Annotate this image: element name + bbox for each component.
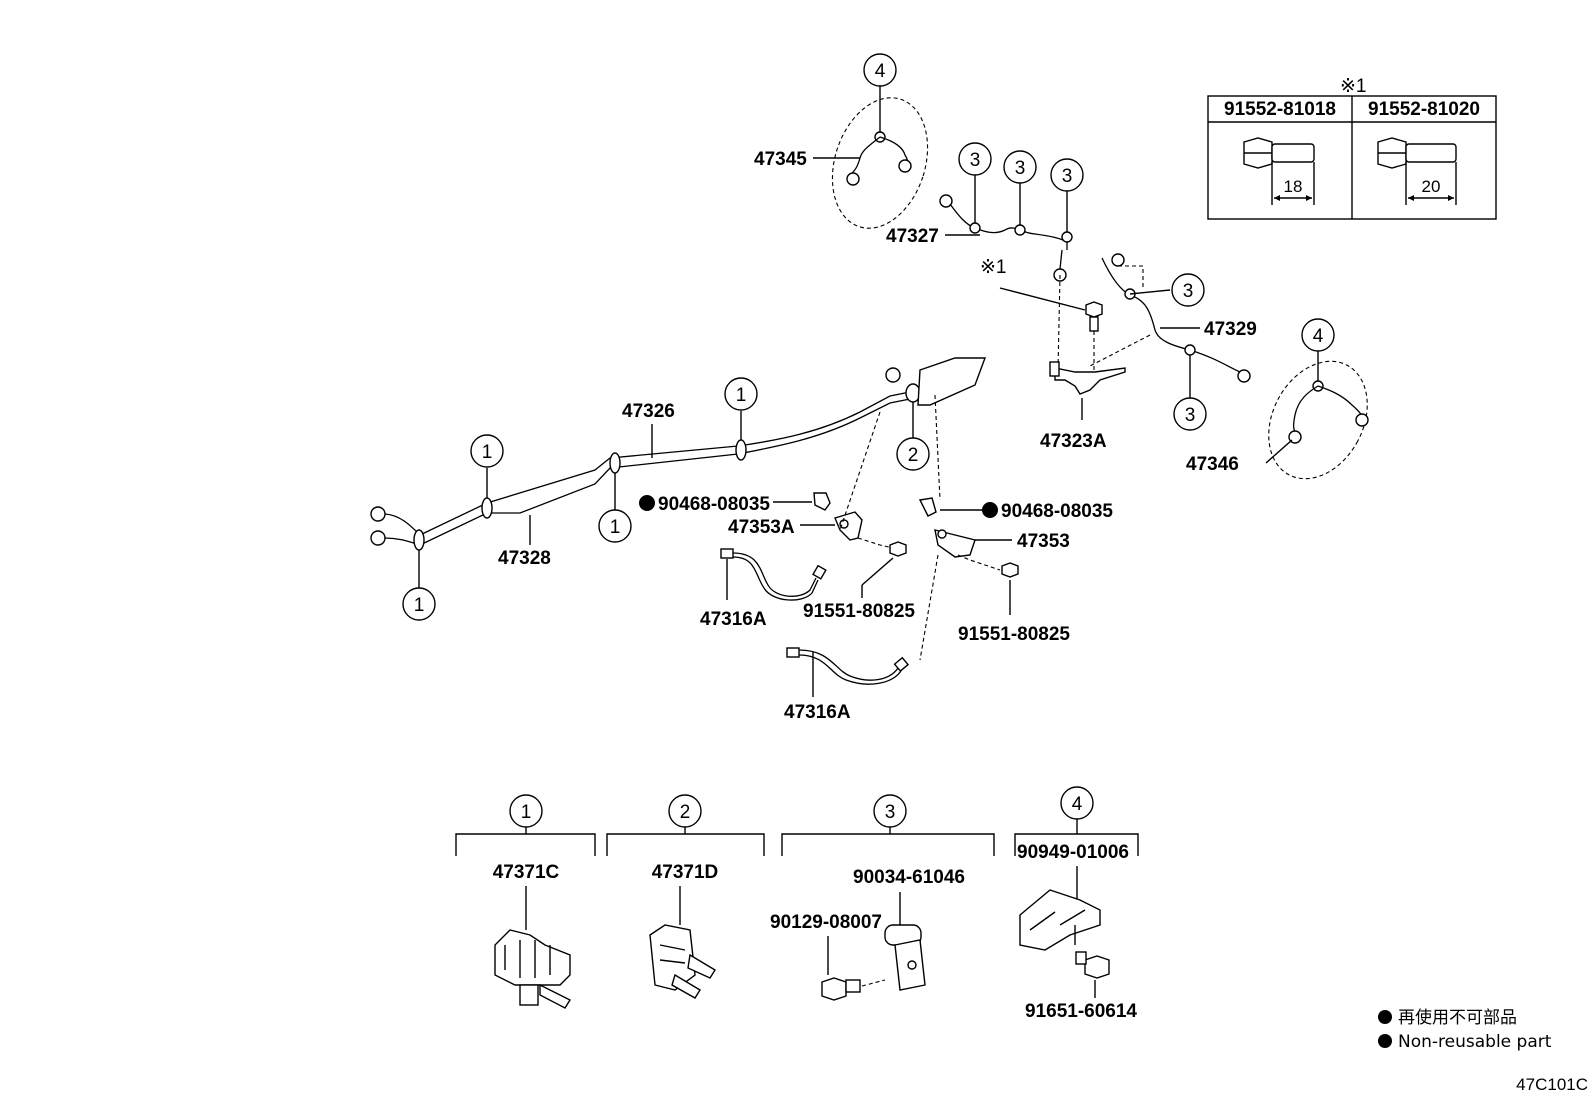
group-3-detail: 3 90034-61046 90129-08007 (770, 794, 995, 1001)
part-47353: 47353 (1017, 531, 1070, 552)
group-3-part-a: 90034-61046 (853, 867, 965, 888)
non-reusable-marker-left (639, 495, 655, 511)
callout-1-b: 1 (482, 442, 493, 463)
brake-tube-47329-group: 3 47329 3 (1101, 253, 1257, 431)
main-brake-tubes: 1 1 1 1 2 47326 47328 (370, 357, 987, 621)
callout-1-d: 1 (736, 385, 747, 406)
union-bolt-icon (884, 924, 926, 991)
bolt-table-col1-part: 91552-81018 (1224, 99, 1336, 120)
clamp-47371d-icon (649, 924, 716, 999)
bolt-table-col2-part: 91552-81020 (1368, 99, 1480, 120)
callout-3-d: 3 (1183, 281, 1194, 302)
part-47329: 47329 (1204, 319, 1257, 340)
part-47346: 47346 (1186, 454, 1239, 475)
bolt-table: ※1 91552-81018 91552-81020 18 20 (1207, 76, 1497, 220)
legend-en: Non-reusable part (1398, 1032, 1552, 1052)
group-4-part-b: 91651-60614 (1025, 1001, 1137, 1022)
bolt-table-col1-length: 18 (1284, 177, 1303, 196)
figure-code: 47C101C (1516, 1075, 1588, 1094)
group-2-detail: 2 47371D (606, 794, 765, 999)
legend: 再使用不可部品 Non-reusable part (1378, 1007, 1552, 1052)
part-47327: 47327 (886, 226, 939, 247)
bolt-18-icon (1243, 137, 1315, 205)
group-3-part-b: 90129-08007 (770, 912, 882, 933)
callout-4-top: 4 (875, 61, 886, 82)
legend-dot-jp (1378, 1010, 1392, 1024)
legend-jp: 再使用不可部品 (1398, 1007, 1517, 1028)
part-91551-right: 91551-80825 (958, 624, 1070, 645)
bolt-table-mark: ※1 (1340, 76, 1367, 97)
bolt-20-icon (1377, 137, 1457, 205)
screw-icon (1075, 951, 1110, 979)
group-1-callout: 1 (521, 802, 532, 823)
bracket-47323a-group: ※1 47323A (980, 257, 1151, 452)
group-4-callout: 4 (1072, 794, 1083, 815)
part-47353a: 47353A (728, 517, 795, 538)
callout-1-c: 1 (610, 517, 621, 538)
group-3-callout: 3 (885, 802, 896, 823)
callout-3-a: 3 (970, 150, 981, 171)
part-90468-left: 90468-08035 (658, 494, 770, 515)
bolt-table-col2-length: 20 (1422, 177, 1441, 196)
callout-2: 2 (908, 445, 919, 466)
part-47326: 47326 (622, 401, 675, 422)
brake-tube-47327-group: 3 3 3 47327 (886, 142, 1084, 282)
flexible-hose-47346-group: 4 47346 (1186, 318, 1369, 480)
part-47345: 47345 (754, 149, 807, 170)
part-47323a: 47323A (1040, 431, 1107, 452)
group-4-detail: 4 90949-01006 91651-60614 (1014, 786, 1139, 1022)
callout-3-c: 3 (1062, 166, 1073, 187)
hose-bracket-right-group: 90468-08035 47353 91551-80825 47316A (784, 394, 1113, 723)
flexible-hose-47345-group: 4 47345 (754, 53, 929, 229)
part-91551-left: 91551-80825 (803, 601, 915, 622)
hose-bracket-left-group: 90468-08035 47353A 91551-80825 47316A (639, 411, 915, 630)
legend-dot-en (1378, 1034, 1392, 1048)
group-4-part-a: 90949-01006 (1017, 842, 1129, 863)
clamp-47371c-icon (494, 929, 572, 1009)
note-mark: ※1 (980, 257, 1007, 278)
part-47316a-lower: 47316A (784, 702, 851, 723)
group-2-part: 47371D (652, 862, 719, 883)
non-reusable-marker-right (982, 502, 998, 518)
callout-1-a: 1 (414, 595, 425, 616)
callout-4-right: 4 (1313, 326, 1324, 347)
group-1-part: 47371C (493, 862, 560, 883)
group-1-detail: 1 47371C (455, 794, 596, 1009)
part-47328: 47328 (498, 548, 551, 569)
group-2-callout: 2 (680, 802, 691, 823)
part-90468-right: 90468-08035 (1001, 501, 1113, 522)
callout-3-b: 3 (1015, 158, 1026, 179)
bleeder-bolt-icon (821, 977, 886, 1001)
tube-clamp-icon (1019, 889, 1101, 951)
callout-3-e: 3 (1185, 405, 1196, 426)
part-47316a-upper: 47316A (700, 609, 767, 630)
